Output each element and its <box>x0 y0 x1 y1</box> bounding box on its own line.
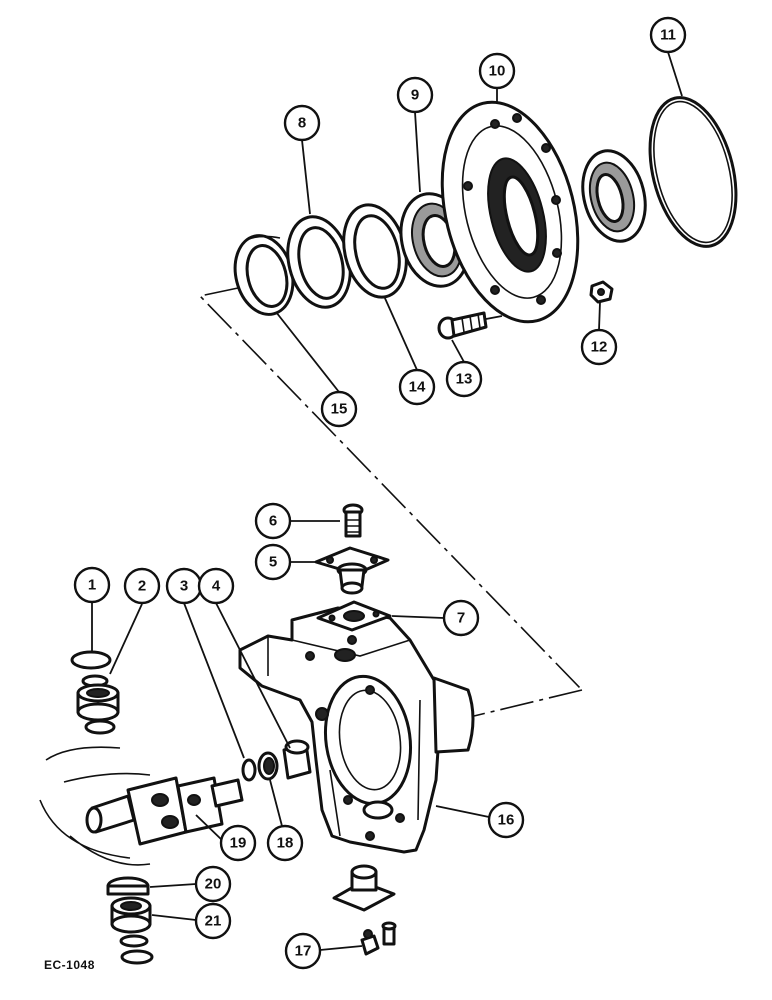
callout-13: 13 <box>445 360 483 398</box>
callout-20: 20 <box>194 865 232 903</box>
callout-18: 18 <box>266 824 304 862</box>
callout-9: 9 <box>396 76 434 114</box>
figure-reference-code: EC-1048 <box>44 958 95 972</box>
bearing-part-upper <box>76 683 120 735</box>
bearing-part-21 <box>110 896 154 965</box>
seal-part-3 <box>241 758 257 782</box>
svg-text:1: 1 <box>88 577 96 594</box>
callout-12: 12 <box>580 328 618 366</box>
hub-flange-part-10 <box>440 100 580 324</box>
svg-text:8: 8 <box>298 115 306 132</box>
bush-part-4 <box>282 739 312 780</box>
callout-1: 1 <box>73 566 111 604</box>
guide-line-upper-left <box>198 287 583 691</box>
callout-16: 16 <box>487 801 525 839</box>
callout-14: 14 <box>398 368 436 406</box>
king-pin-cap-part-5 <box>314 546 390 595</box>
callout-2: 2 <box>123 567 161 605</box>
inner-bearing-part-10 <box>581 149 647 243</box>
svg-text:17: 17 <box>295 943 312 960</box>
cap-part-1 <box>70 650 112 670</box>
guide-line-hub-axis <box>473 689 583 717</box>
callout-11: 11 <box>649 16 687 54</box>
callout-4: 4 <box>197 567 235 605</box>
svg-text:18: 18 <box>277 835 294 852</box>
callout-17: 17 <box>284 932 322 970</box>
ring-part-8 <box>286 215 352 309</box>
svg-text:16: 16 <box>498 812 515 829</box>
svg-text:7: 7 <box>457 610 465 627</box>
bolt-part-6 <box>342 503 364 538</box>
callout-21: 21 <box>194 902 232 940</box>
grease-nipple-part-17 <box>360 921 397 956</box>
svg-text:20: 20 <box>205 876 222 893</box>
svg-text:4: 4 <box>212 578 221 595</box>
callout-19: 19 <box>219 824 257 862</box>
callout-5: 5 <box>254 543 292 581</box>
svg-text:13: 13 <box>456 371 473 388</box>
svg-text:5: 5 <box>269 554 277 571</box>
cup-part-20 <box>106 876 150 896</box>
seal-part-18 <box>257 751 279 781</box>
leader-lines <box>91 51 683 951</box>
seal-ring-part-15 <box>233 234 295 316</box>
bolt-part-13 <box>437 311 503 340</box>
svg-text:11: 11 <box>660 27 676 44</box>
nut-part-12 <box>589 280 614 304</box>
svg-text:9: 9 <box>411 87 419 104</box>
svg-text:6: 6 <box>269 513 277 530</box>
shim-part-7 <box>316 600 392 632</box>
o-ring-part-11 <box>648 96 738 248</box>
callout-3: 3 <box>165 567 203 605</box>
svg-text:12: 12 <box>591 339 608 356</box>
svg-text:15: 15 <box>331 401 348 418</box>
knuckle-housing-part-16 <box>238 606 475 854</box>
callout-6: 6 <box>254 502 292 540</box>
svg-text:14: 14 <box>409 379 426 396</box>
svg-text:10: 10 <box>489 63 506 80</box>
callout-15: 15 <box>320 390 358 428</box>
callout-7: 7 <box>442 599 480 637</box>
svg-text:19: 19 <box>230 835 247 852</box>
svg-text:3: 3 <box>180 578 188 595</box>
svg-text:2: 2 <box>138 578 146 595</box>
svg-text:21: 21 <box>205 913 222 930</box>
callout-8: 8 <box>283 104 321 142</box>
universal-joint-part-19 <box>39 746 244 866</box>
callout-10: 10 <box>478 52 516 90</box>
lower-king-pin <box>332 864 396 912</box>
